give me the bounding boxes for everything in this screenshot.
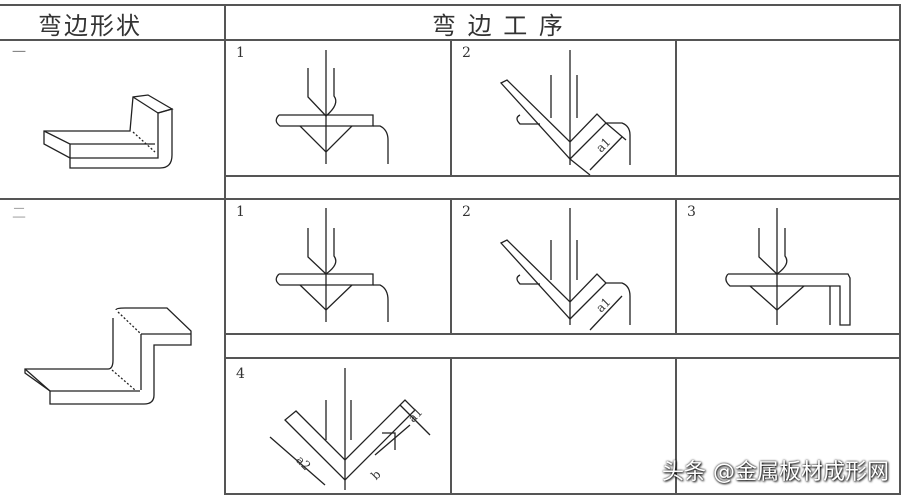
watermark: 头条 @金属板材成形网 [662,460,889,485]
bend-step-final-icon [269,368,431,490]
right-border [899,4,901,495]
step-number: 2 [462,45,471,61]
row2a-inner-border [224,333,900,335]
bend-step-return-flange-icon [725,208,851,326]
table-bottom-border [224,493,900,495]
row3-col3 [675,357,677,494]
row3-col2 [450,357,452,494]
shape-column-header: 弯边形状 [38,12,142,40]
z-bracket-shape-icon [24,307,192,405]
bend-step-angled-icon [499,50,631,176]
step-number: 3 [687,204,696,220]
row2b-top-border [224,357,900,359]
row2-col3 [675,198,677,335]
row1-inner-border [224,175,900,177]
col-divider [224,4,226,495]
bend-step-angled-icon [499,208,631,331]
row1-col3 [675,39,677,176]
bend-step-flat-icon [275,208,389,322]
process-column-header: 弯 边 工 序 [432,12,565,40]
row2-col2 [450,198,452,335]
step-number: 2 [462,204,471,220]
row-label-2: 二 [12,206,26,222]
row1-col2 [450,39,452,176]
l-bracket-shape-icon [43,94,174,169]
row-label-1: 一 [12,45,26,61]
table-top-border [0,4,900,6]
step-number: 1 [236,45,245,61]
bend-step-flat-icon [275,50,389,164]
step-number: 4 [236,366,245,382]
step-number: 1 [236,204,245,220]
